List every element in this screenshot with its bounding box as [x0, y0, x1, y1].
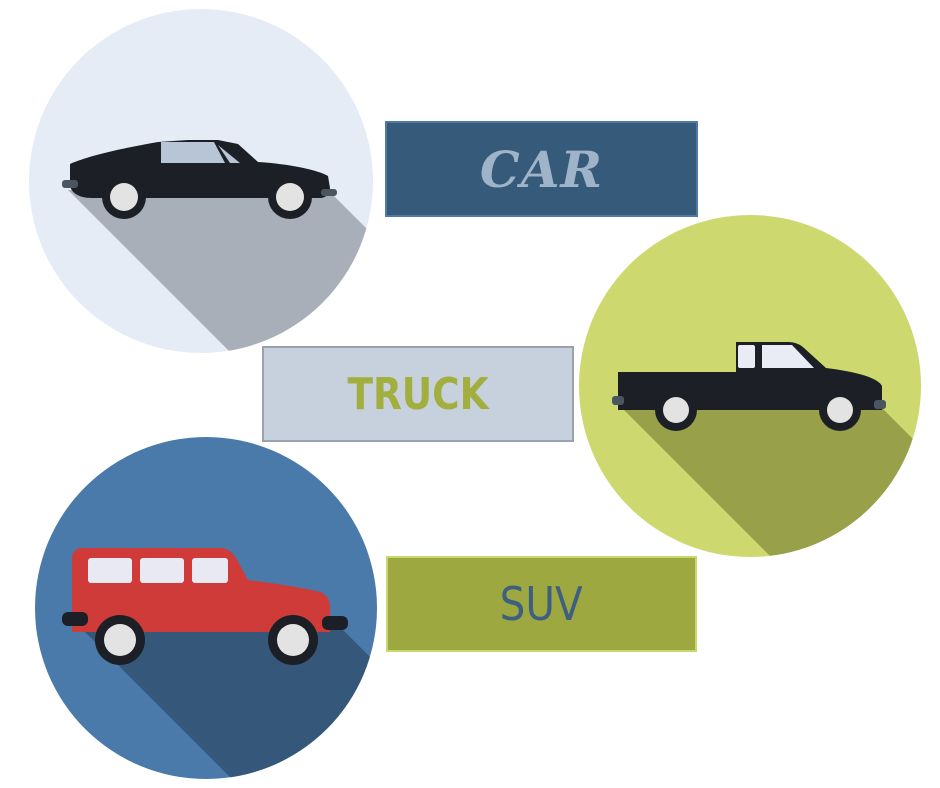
truck-silhouette	[612, 342, 886, 431]
suv-icon	[35, 437, 377, 779]
car-icon	[29, 9, 373, 353]
car-label-text: CAR	[479, 139, 604, 199]
truck-long-shadow	[618, 404, 921, 557]
suv-label-text: SUV	[499, 577, 584, 631]
pickup-truck-icon	[579, 215, 921, 557]
car-long-shadow	[68, 190, 373, 353]
car-label-box: CAR	[385, 121, 698, 217]
suv-label-box: SUV	[386, 556, 697, 652]
truck-label-box: TRUCK	[262, 346, 574, 442]
car-silhouette	[62, 140, 337, 219]
truck-label-text: TRUCK	[347, 368, 489, 420]
suv-long-shadow	[74, 621, 377, 779]
suv-silhouette	[62, 548, 348, 665]
